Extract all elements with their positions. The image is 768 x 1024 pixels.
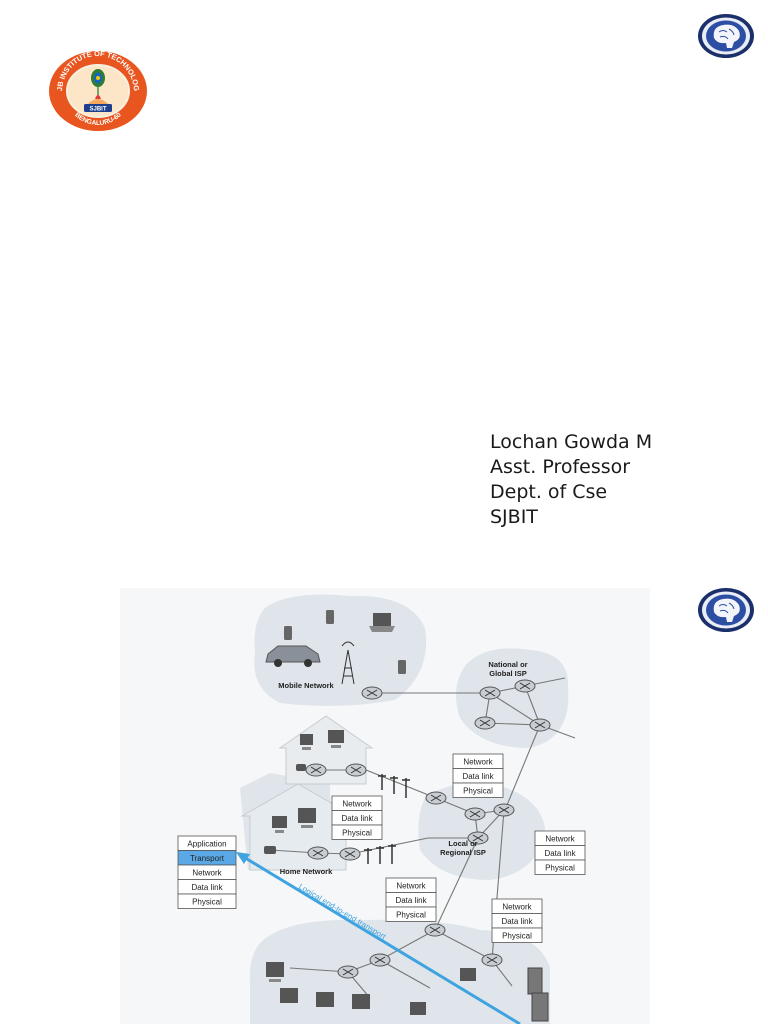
- router-icon: [425, 791, 447, 805]
- stack-layer-label: Transport: [190, 854, 225, 863]
- router-icon: [514, 679, 536, 693]
- stack-layer-label: Physical: [342, 829, 372, 838]
- stack-layer-label: Data link: [341, 814, 373, 823]
- desktop-computer-icon: [300, 734, 313, 750]
- stack-layer-label: Physical: [463, 787, 493, 796]
- mobile-network-label: Mobile Network: [278, 681, 334, 690]
- stack-layer-label: Network: [192, 869, 222, 878]
- router-icon: [307, 846, 329, 860]
- router-icon: [493, 803, 515, 817]
- router-icon: [339, 847, 361, 861]
- university-brain-emblem-icon: [698, 588, 754, 632]
- router-icon: [345, 763, 367, 777]
- router-icon: [479, 686, 501, 700]
- router-icon: [424, 923, 446, 937]
- logo-banner-text: SJBIT: [89, 107, 106, 113]
- router-icon: [369, 953, 391, 967]
- desktop-computer-icon: [272, 816, 287, 833]
- stack-layer-label: Physical: [396, 911, 426, 920]
- router-icon: [467, 831, 489, 845]
- router-icon: [361, 686, 383, 700]
- stack-layer-label: Physical: [502, 932, 532, 941]
- desktop-computer-icon: [328, 730, 344, 748]
- router-icon: [481, 953, 503, 967]
- desktop-computer-icon: [266, 962, 476, 1015]
- stack-layer-label: Network: [545, 835, 575, 844]
- stack-layer: [177, 893, 237, 909]
- author-title: Asst. Professor: [490, 456, 631, 478]
- modem-icon: [264, 846, 276, 854]
- title-slide: SJB INSTITUTE OF TECHNOLOGY BENGALURU-60…: [48, 14, 754, 530]
- flame-icon: [88, 95, 108, 104]
- college-logo: SJB INSTITUTE OF TECHNOLOGY BENGALURU-60…: [48, 50, 147, 131]
- author-organization: SJBIT: [490, 506, 538, 528]
- logical-transport-arrow: [236, 852, 521, 1024]
- car-icon: [265, 645, 321, 667]
- stack-layer-label: Network: [502, 903, 532, 912]
- router-icon: [464, 807, 486, 821]
- network-diagram: Mobile Network National or Global ISP Lo…: [120, 588, 650, 1024]
- router-icon: [305, 763, 327, 777]
- home-network-label: Home Network: [280, 867, 333, 876]
- stack-layer: [491, 927, 543, 943]
- server-icon: [527, 967, 549, 1022]
- router-icon: [529, 718, 551, 732]
- laptop-icon: [369, 613, 395, 632]
- stack-layer-label: Network: [342, 800, 372, 809]
- author-name: Lochan Gowda M: [490, 431, 653, 453]
- stack-layer-label: Data link: [191, 883, 223, 892]
- stack-layer: [385, 906, 437, 922]
- national-isp-label: National or: [488, 660, 527, 669]
- modem-icon: [296, 764, 306, 771]
- university-brain-emblem-icon: [698, 14, 754, 58]
- regional-isp-label: Local or: [448, 839, 477, 848]
- cell-tower-icon: [341, 641, 355, 685]
- phone-icon: [326, 610, 334, 624]
- stack-layer-label: Physical: [545, 864, 575, 873]
- stack-layer-label: Network: [396, 882, 426, 891]
- peacock-feather-icon: [91, 69, 105, 98]
- stack-layer-label: Physical: [192, 898, 222, 907]
- utility-poles: [364, 774, 410, 864]
- stack-layer-label: Data link: [462, 772, 494, 781]
- logo-banner: [84, 104, 112, 112]
- stack-layer: [452, 782, 504, 798]
- stack-layer: [534, 859, 586, 875]
- regional-isp-label: Regional ISP: [440, 848, 486, 857]
- stack-layer-label: Data link: [501, 917, 533, 926]
- phone-icon: [398, 660, 406, 674]
- desktop-computer-icon: [298, 808, 316, 828]
- phone-icon: [284, 626, 292, 640]
- stack-layer-label: Network: [463, 758, 493, 767]
- national-isp-label: Global ISP: [489, 669, 527, 678]
- author-block: Lochan Gowda M Asst. Professor Dept. of …: [490, 430, 652, 530]
- routers: [305, 679, 551, 979]
- router-icon: [474, 716, 496, 730]
- stack-layer: [331, 824, 383, 840]
- stack-layer-label: Data link: [544, 849, 576, 858]
- router-icon: [337, 965, 359, 979]
- stack-layer-label: Data link: [395, 896, 427, 905]
- stack-layer-label: Application: [187, 840, 226, 849]
- author-department: Dept. of Cse: [490, 481, 608, 503]
